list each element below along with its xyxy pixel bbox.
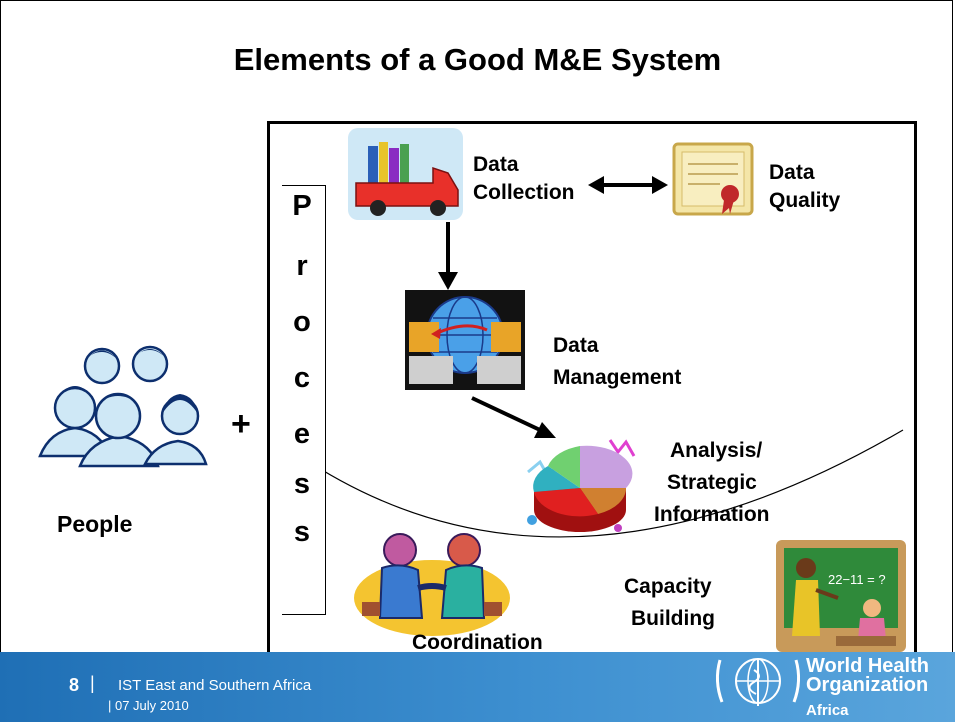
double-arrow: [588, 176, 668, 194]
process-letter: s: [293, 516, 311, 548]
computers-globe-icon: [405, 290, 525, 390]
process-letter: s: [293, 468, 311, 500]
coordination-label: Coordination: [412, 631, 543, 654]
analysis-label-line2: Strategic: [667, 471, 757, 494]
process-letter: r: [296, 250, 308, 282]
page-number: 8: [69, 675, 80, 695]
handshake-icon: [354, 533, 510, 636]
data-quality-label-line2: Quality: [769, 189, 841, 212]
data-quality-label-line1: Data: [769, 161, 815, 184]
data-collection-label-line1: Data: [473, 153, 519, 176]
process-letter: e: [293, 418, 311, 450]
capacity-building-label-line1: Capacity: [624, 575, 712, 598]
process-box: P r o c e s s: [282, 185, 326, 615]
who-emblem-icon: [715, 658, 801, 706]
pie-chart-icon: [527, 439, 636, 532]
process-letter: P: [292, 190, 312, 222]
certificate-icon: [672, 142, 754, 216]
teacher-icon: 22−11 = ?: [776, 540, 906, 652]
process-letter: o: [293, 306, 311, 338]
capacity-building-label-line2: Building: [631, 607, 715, 630]
process-letter: c: [293, 362, 311, 394]
footer-organization: IST East and Southern Africa: [118, 677, 312, 694]
slide-title: Elements of a Good M&E System: [233, 42, 722, 77]
plus-sign: +: [231, 405, 251, 443]
data-management-label-line2: Management: [553, 366, 682, 389]
analysis-label-line3: Information: [654, 503, 770, 526]
svg-text:22−11 = ?: 22−11 = ?: [828, 572, 886, 587]
people-label: People: [57, 511, 133, 537]
analysis-label-line1: Analysis/: [670, 439, 763, 462]
down-arrow: [438, 222, 458, 290]
diagonal-arrow: [471, 396, 556, 438]
footer-separator: |: [90, 673, 95, 693]
data-collection-label-line2: Collection: [473, 181, 575, 204]
footer-date: | 07 July 2010: [108, 698, 189, 713]
data-management-label-line1: Data: [553, 334, 599, 357]
who-name-line1: World Health: [806, 655, 929, 677]
truck-books-icon: [348, 128, 463, 220]
who-name-line2: Organization: [806, 674, 929, 696]
people-group-icon: [38, 345, 208, 468]
who-region: Africa: [806, 702, 849, 719]
